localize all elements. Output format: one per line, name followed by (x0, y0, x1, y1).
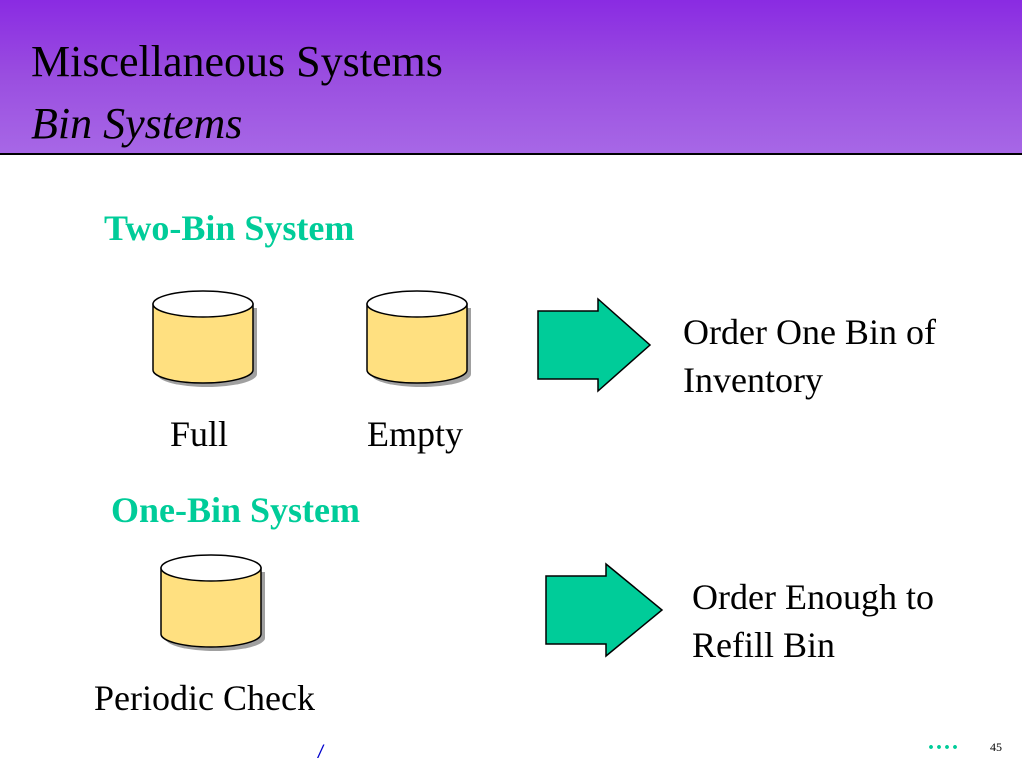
right-arrow-icon (537, 297, 652, 393)
right-arrow-icon (545, 562, 664, 658)
title-divider (0, 153, 1022, 155)
footer-dots: .... (928, 729, 960, 755)
two-bin-result-line-1: Order One Bin of (683, 312, 936, 352)
two-bin-result-line-2: Inventory (683, 360, 823, 400)
footer-mark: / (318, 742, 324, 762)
one-bin-system-label: One-Bin System (111, 490, 361, 530)
periodic-check-caption: Periodic Check (94, 678, 315, 718)
empty-bin-caption: Empty (367, 414, 463, 454)
full-bin-caption: Full (170, 414, 229, 454)
empty-bin-icon (366, 290, 471, 387)
slide-subtitle: Bin Systems (31, 99, 243, 148)
page-number: 45 (990, 740, 1002, 754)
periodic-check-bin-icon (160, 554, 265, 651)
slide-title: Miscellaneous Systems (31, 37, 443, 86)
two-bin-system-label: Two-Bin System (104, 208, 355, 248)
one-bin-result-line-1: Order Enough to (692, 577, 934, 617)
title-banner (0, 0, 1022, 153)
one-bin-result-line-2: Refill Bin (692, 625, 835, 665)
full-bin-icon (152, 290, 257, 387)
